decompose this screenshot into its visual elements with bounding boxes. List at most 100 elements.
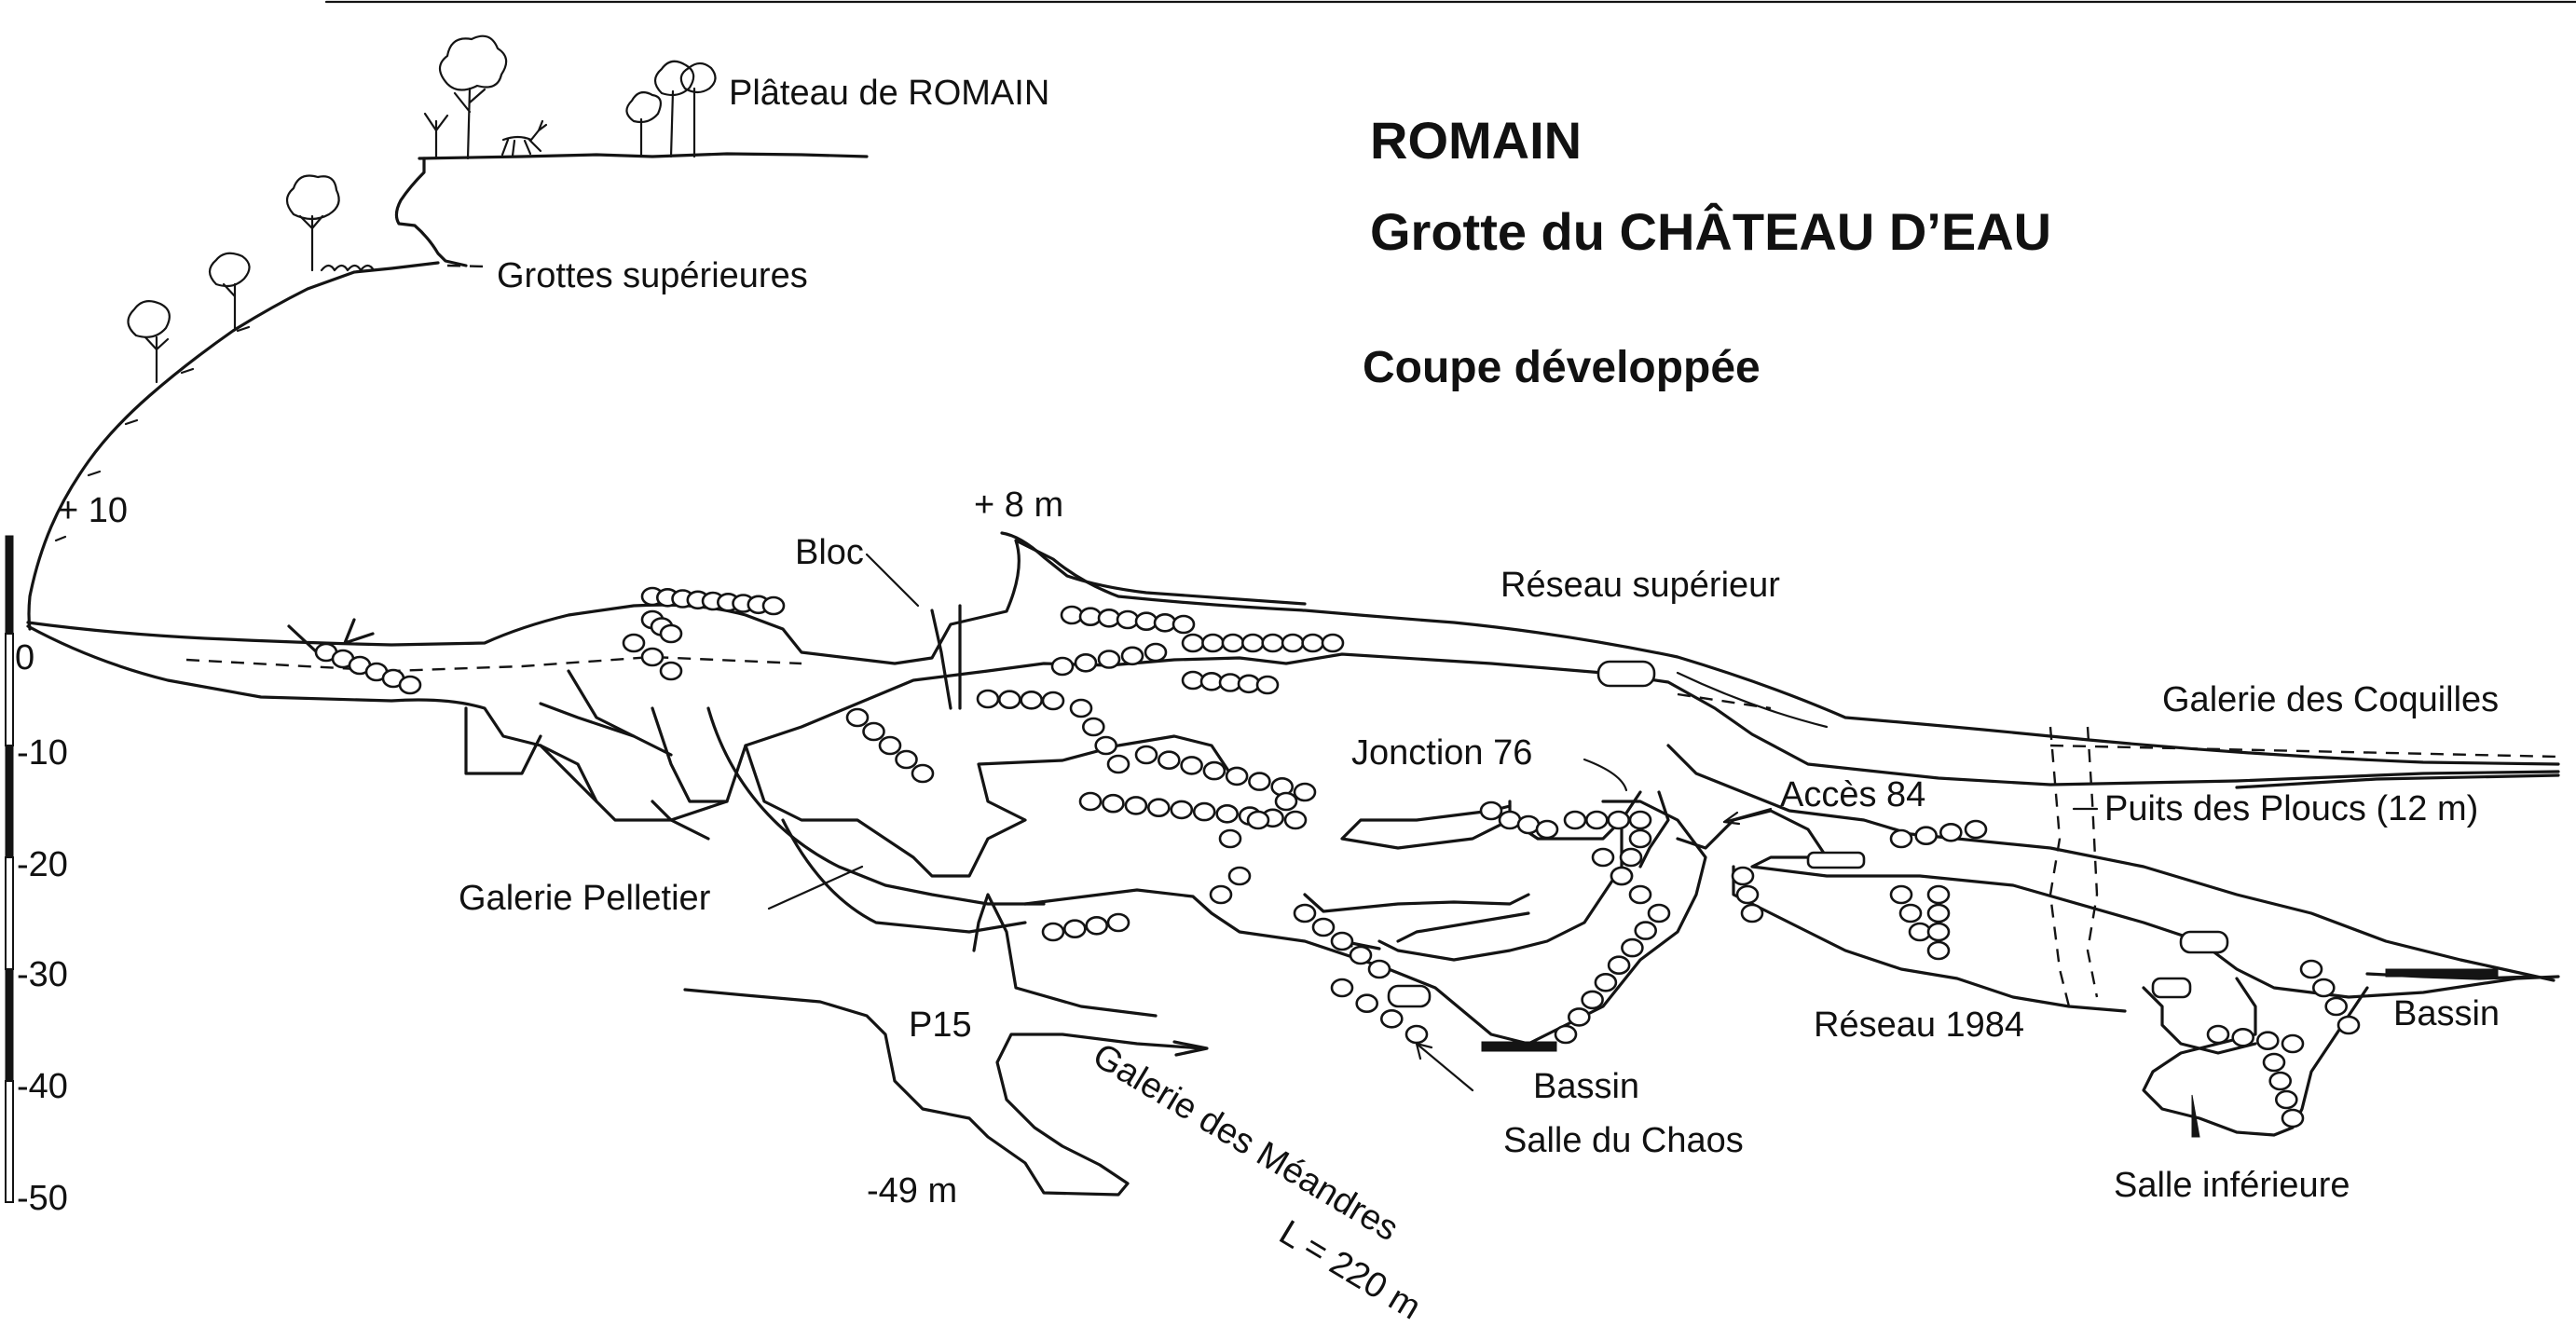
title-line2: Grotte du CHÂTEAU D’EAU xyxy=(1370,202,2051,261)
subtitle: Coupe développée xyxy=(1363,343,1761,392)
boulder xyxy=(1060,605,1084,625)
boulder xyxy=(1516,814,1541,835)
boulder xyxy=(1621,937,1644,958)
boulder xyxy=(1619,847,1643,868)
leader-lines xyxy=(767,553,2099,1092)
boulder xyxy=(1628,810,1652,830)
boulder xyxy=(1301,633,1324,653)
boulder xyxy=(895,749,918,770)
boulder xyxy=(845,707,870,728)
reseau-1984-ceiling xyxy=(1666,744,2555,982)
boulder xyxy=(1914,826,1938,846)
boulder xyxy=(1585,810,1609,830)
boulder xyxy=(2231,1028,2254,1047)
boulder xyxy=(1074,652,1098,673)
boulder xyxy=(1594,973,1618,992)
boulder xyxy=(1283,810,1308,830)
boulder xyxy=(1607,810,1630,830)
tree-icon xyxy=(653,60,695,158)
left-lower xyxy=(651,800,710,841)
boulder xyxy=(2206,1024,2230,1045)
boulder xyxy=(1124,796,1148,815)
boulder xyxy=(1581,990,1604,1010)
boulder xyxy=(1647,903,1671,923)
tree-icon xyxy=(127,299,171,384)
boulders xyxy=(314,586,2361,1129)
label-reseau-superieur: Réseau supérieur xyxy=(1500,566,1780,605)
scale-segment xyxy=(5,633,14,746)
tree-icon xyxy=(208,252,251,330)
boulder xyxy=(1218,673,1242,692)
small-chamber xyxy=(2151,977,2192,999)
boulder xyxy=(1221,633,1245,653)
boulder xyxy=(1926,903,1951,923)
label-p15: P15 xyxy=(909,1006,972,1045)
pelletier-leader xyxy=(767,865,864,910)
boulder xyxy=(1740,903,1764,923)
scale-tick-label: 0 xyxy=(15,638,34,677)
left-slope xyxy=(539,702,673,757)
boulder xyxy=(2312,978,2336,998)
boulder xyxy=(1241,633,1265,653)
scale-segment xyxy=(5,968,14,1082)
boulder xyxy=(1041,922,1065,942)
left-lower-gallery xyxy=(464,706,542,775)
label-galerie-coquilles: Galerie des Coquilles xyxy=(2162,680,2499,719)
boulder xyxy=(1330,931,1354,951)
boulder xyxy=(1311,917,1336,937)
label-galerie-pelletier: Galerie Pelletier xyxy=(459,879,711,918)
title-line1: ROMAIN xyxy=(1370,111,1582,170)
boulder-chains xyxy=(314,586,2361,1129)
ledge-dash xyxy=(446,264,486,268)
boulder xyxy=(1069,698,1093,718)
jonction-leader xyxy=(1583,758,1628,792)
scale-segment xyxy=(5,1080,14,1203)
boulder xyxy=(1889,828,1913,849)
boulder xyxy=(1116,609,1140,630)
boulder xyxy=(1097,608,1121,628)
boulder xyxy=(1889,884,1913,905)
tree-icon xyxy=(438,34,508,160)
jonction-link xyxy=(1638,790,1670,869)
boulder xyxy=(1225,766,1249,787)
bassin-right-water xyxy=(2385,968,2499,978)
surface-trees xyxy=(127,34,717,384)
boulder xyxy=(659,623,683,644)
boulder xyxy=(1063,919,1087,939)
p15-shaft-outline xyxy=(683,988,1204,1197)
boulder xyxy=(1248,772,1271,791)
boulder xyxy=(1367,959,1391,979)
boulder xyxy=(1209,884,1233,905)
slope-hatches xyxy=(54,325,251,542)
boulder xyxy=(976,689,1000,709)
galerie-pelletier-bottom xyxy=(781,818,1027,934)
puits-ploucs-dash-2 xyxy=(2086,726,2099,998)
reseau-1984-floor xyxy=(1676,809,2560,999)
ledge-rocks xyxy=(320,264,376,272)
boulder xyxy=(2299,959,2323,979)
stalagmite xyxy=(2191,1094,2200,1138)
boulder xyxy=(1321,633,1345,653)
boulder xyxy=(1199,671,1224,691)
small-chamber xyxy=(1806,851,1866,869)
boulder xyxy=(1181,670,1205,691)
boulder xyxy=(1607,955,1631,975)
boulder xyxy=(1106,754,1130,774)
acces-leader xyxy=(1722,807,1773,824)
boulder xyxy=(1939,822,1963,842)
label-puits-ploucs: Puits des Ploucs (12 m) xyxy=(2104,789,2478,828)
cliff-ledge xyxy=(394,157,468,267)
scale-segment xyxy=(5,535,14,635)
tree-icon xyxy=(423,112,449,160)
boulder xyxy=(622,633,646,653)
boulder xyxy=(1261,633,1284,653)
boulder xyxy=(1106,912,1130,933)
boulder xyxy=(2262,1052,2286,1073)
boulder xyxy=(1898,903,1923,923)
reseau-1984-lower xyxy=(1732,865,2127,1013)
scale-tick-label: -50 xyxy=(17,1179,68,1218)
boulder xyxy=(1926,884,1951,905)
boulder xyxy=(640,647,665,667)
